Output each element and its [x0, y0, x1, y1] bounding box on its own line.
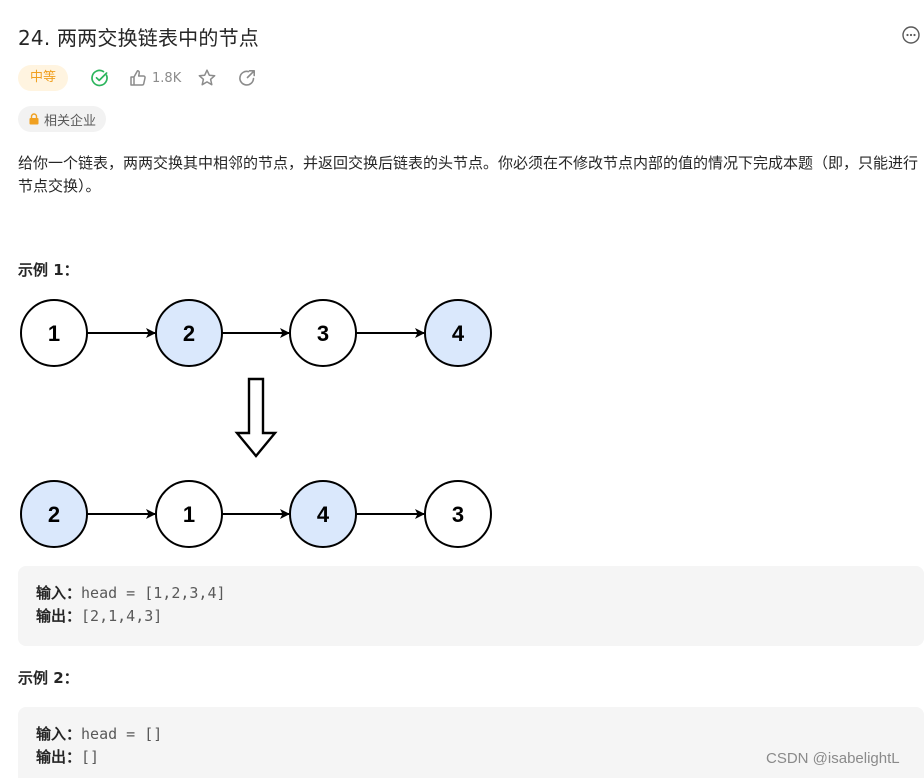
problem-title: 24. 两两交换链表中的节点	[18, 26, 259, 50]
before-node-label-2: 3	[317, 321, 329, 346]
solved-check-icon	[90, 68, 110, 88]
example-1-title: 示例 1：	[18, 261, 79, 279]
example-2-title: 示例 2：	[18, 669, 79, 687]
before-node-label-1: 2	[183, 321, 195, 346]
lock-icon	[29, 113, 39, 125]
example-1-diagram: 1 2 3 4 2 1 4 3	[20, 299, 492, 548]
list-before: 1 2 3 4	[20, 299, 492, 367]
before-node-3	[424, 299, 492, 367]
output-line: 输出：[]	[36, 748, 100, 766]
star-icon[interactable]	[197, 68, 217, 88]
output-line: 输出：[2,1,4,3]	[36, 607, 163, 625]
like-button[interactable]: 1.8K	[128, 68, 181, 88]
thumbs-up-icon	[128, 68, 148, 88]
problem-description: 给你一个链表，两两交换其中相邻的节点，并返回交换后链表的头节点。你必须在不修改节…	[18, 154, 919, 195]
list-after: 2 1 4 3	[20, 480, 492, 548]
after-node-label-1: 1	[183, 502, 195, 527]
input-line: 输入：head = []	[36, 725, 163, 743]
example-1-code: 输入：head = [1,2,3,4] 输出：[2,1,4,3]	[18, 566, 924, 646]
after-node-3	[424, 480, 492, 548]
watermark: CSDN @isabelightL	[766, 750, 900, 767]
after-node-label-2: 4	[317, 502, 330, 527]
tag-label: 相关企业	[44, 113, 97, 129]
more-options-icon[interactable]	[902, 26, 920, 44]
like-count: 1.8K	[152, 70, 182, 86]
example-2-code: 输入：head = [] 输出：[]	[18, 707, 924, 778]
related-companies-tag[interactable]: 相关企业	[18, 106, 107, 132]
share-icon[interactable]	[237, 68, 257, 88]
after-node-label-3: 3	[452, 502, 464, 527]
problem-toolbar: 中等 1.8K	[18, 64, 257, 92]
before-node-label-3: 4	[452, 321, 465, 346]
input-line: 输入：head = [1,2,3,4]	[36, 584, 226, 602]
before-node-label-0: 1	[48, 321, 60, 346]
difficulty-badge: 中等	[18, 65, 69, 91]
after-node-label-0: 2	[48, 502, 60, 527]
transform-arrow	[234, 377, 278, 458]
